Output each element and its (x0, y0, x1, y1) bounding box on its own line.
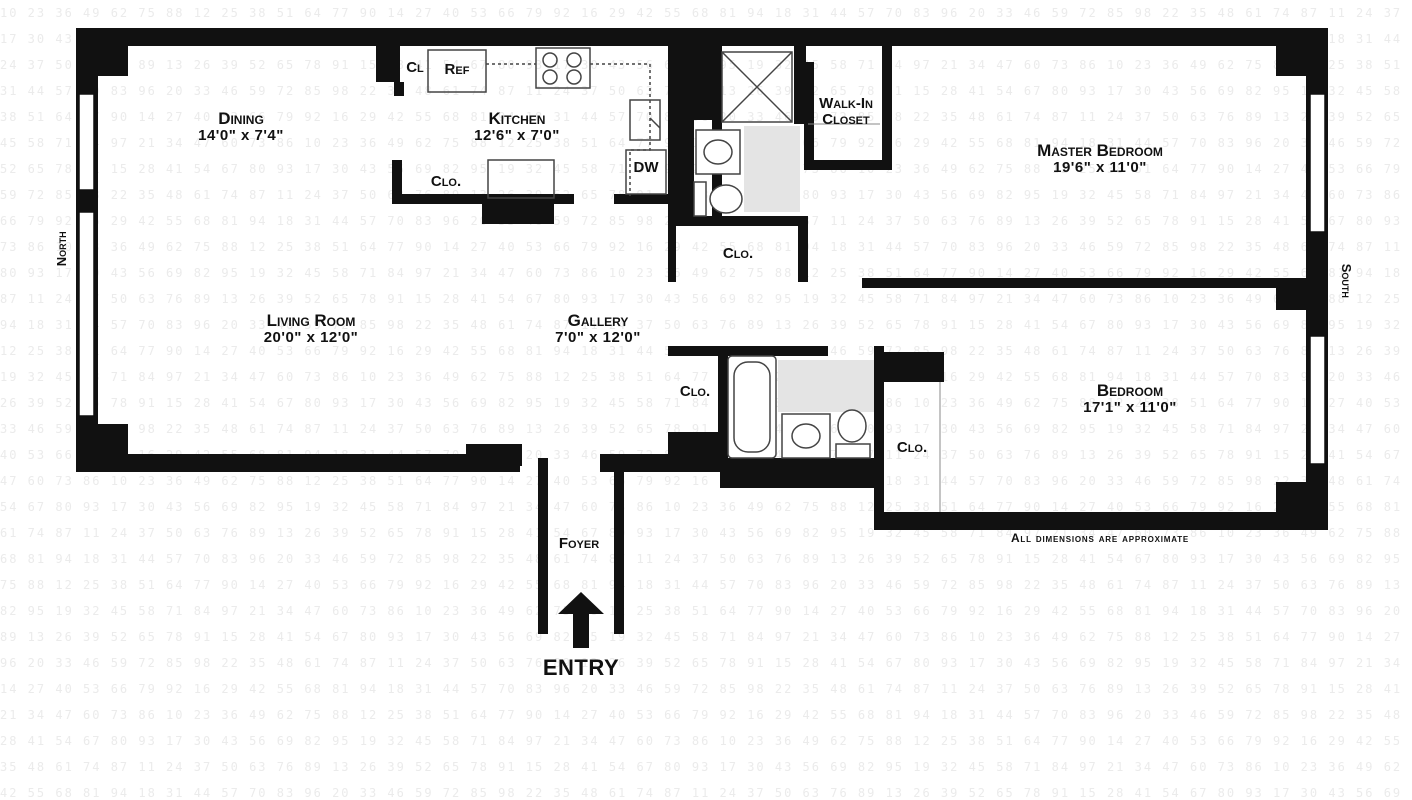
shower (721, 51, 793, 123)
second-bath-walls (668, 346, 944, 522)
refrigerator (427, 49, 487, 93)
label-bedroom-closet: Clo. (896, 439, 928, 456)
toilet-bowl (709, 184, 743, 214)
stove-burners (542, 52, 582, 85)
south-window-top (1309, 93, 1326, 233)
toilet-tank (693, 181, 707, 217)
bathtub (727, 355, 777, 459)
label-hall-closet: Clo. (722, 245, 754, 262)
bath-sink (781, 413, 831, 459)
tile-floor-2 (778, 360, 874, 412)
tile-floor (744, 126, 800, 212)
second-bath-fixtures (727, 355, 874, 459)
label-gallery-closet: Clo. (679, 383, 711, 400)
bedroom-closet-outline (808, 123, 941, 512)
north-window-top (78, 93, 95, 191)
master-bath-fixtures (693, 51, 800, 217)
bedroom-divider (862, 278, 1306, 288)
entry-arrow (558, 592, 604, 648)
north-window-bottom (78, 211, 95, 417)
label-north: North (54, 231, 70, 267)
stove (535, 47, 591, 89)
kitchen-walls (376, 46, 712, 226)
label-dw: DW (633, 159, 659, 176)
foyer-walls (466, 444, 624, 634)
label-cl: Cl (406, 59, 424, 76)
kitchen-fixtures (427, 47, 667, 199)
dishwasher (625, 149, 667, 195)
label-entry: ENTRY (542, 655, 620, 680)
windows (78, 93, 1326, 465)
vanity-sink (695, 129, 741, 175)
dimensions-note: All dimensions are approximate (1010, 531, 1190, 545)
kitchen-closet-box (487, 159, 555, 199)
kitchen-sink (629, 99, 661, 141)
label-kitchen-closet: Clo. (430, 173, 462, 190)
bath-toilet (837, 409, 867, 443)
label-south: South (1338, 263, 1354, 298)
south-window-bottom (1309, 335, 1326, 465)
label-ref: Ref (444, 61, 470, 78)
label-foyer: Foyer (558, 535, 600, 552)
